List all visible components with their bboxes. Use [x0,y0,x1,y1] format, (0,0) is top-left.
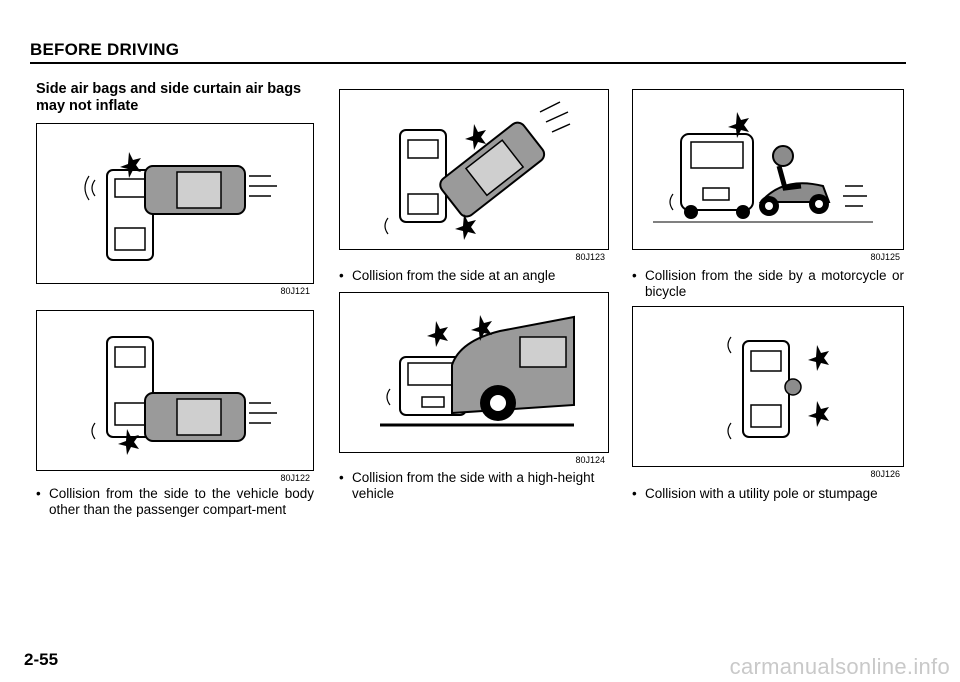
caption-pole: • Collision with a utility pole or stump… [632,486,904,502]
bullet: • [339,268,344,283]
figure-80j121: 80J121 [36,123,314,296]
caption-angle: • Collision from the side at an angle [339,268,609,284]
figure-80j125: 80J125 [632,89,904,262]
caption-motorcycle: • Collision from the side by a motorcycl… [632,268,904,300]
bullet: • [632,486,637,501]
illustration-side-impact-rear [84,152,277,261]
bullet: • [339,470,344,485]
figure-code: 80J122 [280,473,310,483]
bullet: • [36,486,41,501]
illustration-high-vehicle-impact [380,315,575,427]
caption-text: Collision from the side at an angle [352,268,556,283]
caption-body-not-cabin: • Collision from the side to the vehicle… [36,486,314,518]
illustration-motorcycle-impact [653,112,873,223]
figure-code: 80J124 [575,455,605,465]
figure-code: 80J125 [870,252,900,262]
caption-text: Collision from the side to the vehicle b… [49,486,314,517]
illustration-angled-impact [384,101,571,240]
subheading: Side air bags and side curtain air bags … [36,81,302,114]
caption-text: Collision from the side by a motorcycle … [645,268,904,299]
figure-80j122: 80J122 [36,310,314,483]
caption-text: Collision with a utility pole or stumpag… [645,486,878,501]
section-header: BEFORE DRIVING [30,40,180,59]
figure-80j126: 80J126 [632,306,904,479]
figure-80j123: 80J123 [339,89,609,262]
watermark: carmanualsonline.info [729,654,950,679]
page-number: 2-55 [24,650,59,669]
figure-code: 80J123 [575,252,605,262]
caption-high-vehicle: • Collision from the side with a high-he… [339,470,614,502]
caption-text: Collision from the side with a high-heig… [352,470,595,501]
figure-code: 80J126 [870,469,900,479]
bullet: • [632,268,637,283]
illustration-pole-impact [727,336,829,440]
illustration-side-impact-rear-lower [91,336,277,455]
header-rule [30,62,906,64]
figure-code: 80J121 [280,286,310,296]
figure-80j124: 80J124 [339,292,609,465]
